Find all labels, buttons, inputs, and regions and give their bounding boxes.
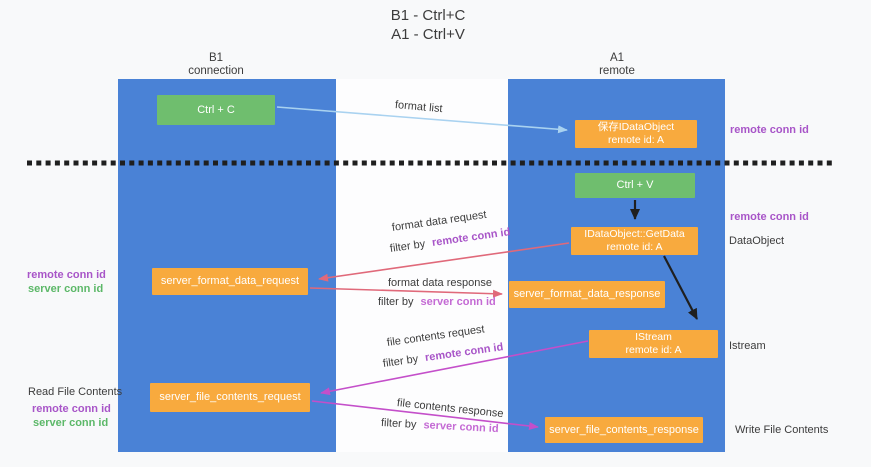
box-getdata-line2: remote id: A [606,241,663,253]
title-line-1: B1 - Ctrl+C [390,7,466,24]
box-getdata-line1: IDataObject::GetData [584,228,685,240]
lane-right-header: A1 remote [557,52,677,78]
box-server-file-contents-request-label: server_file_contents_request [159,391,301,403]
box-server-file-contents-request: server_file_contents_request [150,383,310,412]
lane-right-name: A1 [609,52,625,64]
box-server-file-contents-response-label: server_file_contents_response [549,423,699,436]
box-istream: IStream remote id: A [589,330,718,358]
box-server-format-data-response-label: server_format_data_response [513,288,661,300]
label-remote-conn-id-left: remote conn id [27,269,106,281]
label-server-conn-id-left: server conn id [28,283,104,295]
label-read-file-contents: Read File Contents [28,386,123,398]
box-save-dataobject-line2: remote id: A [607,134,665,146]
box-istream-line1: IStream [635,331,672,343]
label-remote-conn-id-right-top: remote conn id [730,124,809,136]
title-line-2: A1 - Ctrl+V [391,26,465,43]
box-save-dataobject-line1: 保存IDataObject [597,121,675,133]
box-server-format-data-request-label: server_format_data_request [160,275,300,287]
label-remote-conn-id-right-mid: remote conn id [730,211,809,223]
server-conn-id-text: server conn id [420,296,496,308]
label-filter-by-server-conn-id-1: filter by server conn id [378,296,496,308]
label-server-conn-id-bottom-left: server conn id [33,417,109,429]
lane-gap [336,79,508,452]
box-ctrl-c: Ctrl + C [157,95,275,125]
box-istream-line2: remote id: A [625,344,682,356]
label-istream: Istream [729,340,766,352]
lane-left-role: connection [188,65,244,77]
label-format-data-response: format data response [388,277,492,289]
box-getdata: IDataObject::GetData remote id: A [571,227,698,255]
box-ctrl-c-label: Ctrl + C [197,103,235,116]
filter-by-text: filter by [378,296,414,308]
lane-left-name: B1 [208,52,224,64]
label-dataobject: DataObject [729,235,785,247]
label-write-file-contents: Write File Contents [735,424,829,436]
box-server-file-contents-response: server_file_contents_response [545,417,703,443]
lane-left-header: B1 connection [156,52,276,78]
box-server-format-data-request: server_format_data_request [152,268,308,295]
lane-right-role: remote [599,65,635,77]
label-remote-conn-id-bottom-left: remote conn id [32,403,111,415]
filter-by-text: filter by [380,417,417,431]
box-ctrl-v: Ctrl + V [575,173,695,198]
box-server-format-data-response: server_format_data_response [509,281,665,308]
box-save-dataobject: 保存IDataObject remote id: A [575,120,697,148]
box-ctrl-v-label: Ctrl + V [616,179,654,191]
